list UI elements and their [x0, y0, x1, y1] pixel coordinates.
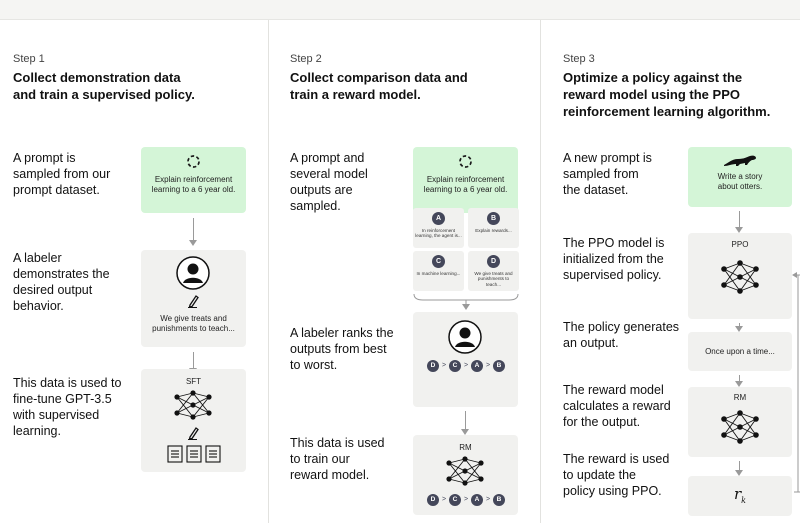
step-1-label: Step 1 [13, 53, 45, 65]
openai-logo-icon [187, 155, 200, 168]
step-3-output-card: Once upon a time... [688, 332, 792, 371]
step-3-title: Optimize a policy against the reward mod… [563, 70, 771, 119]
arrow-down [461, 411, 470, 435]
step-3-rm-card: RM [688, 387, 792, 457]
step-2-desc-3: This data is used to train our reward mo… [290, 436, 385, 482]
step-1-prompt-card: Explain reinforcement learning to a 6 ye… [141, 147, 246, 213]
neural-network-icon [721, 260, 759, 294]
step-1-column: Step 1 Collect demonstration data and tr… [0, 20, 268, 523]
person-icon [176, 256, 210, 290]
prompt-text: Explain reinforcement learning to a 6 ye… [151, 175, 236, 194]
pencil-icon [188, 295, 199, 308]
output-card-a: A In reinforcement learning, the agent i… [413, 208, 464, 248]
step-3-label: Step 3 [563, 53, 595, 65]
neural-network-icon [721, 410, 759, 444]
step-3-column: Step 3 Optimize a policy against the rew… [542, 20, 800, 523]
step-3-desc-4: The reward model calculates a reward for… [563, 383, 671, 429]
column-divider [540, 20, 541, 523]
step-3-reward-card: rk [688, 476, 792, 516]
arrow-down [735, 323, 744, 332]
step-3-prompt-card: Write a story about otters. [688, 147, 792, 207]
step-3-desc-3: The policy generates an output. [563, 320, 680, 350]
step-3-desc-2: The PPO model is initialized from the su… [563, 236, 665, 282]
output-card-b: B Explain rewards... [468, 208, 519, 248]
bracket-connector [413, 293, 519, 310]
output-text: Once upon a time... [705, 347, 775, 356]
demo-text: We give treats and punishments to teach.… [152, 314, 235, 333]
sft-label: SFT [185, 377, 202, 386]
top-bar [0, 0, 800, 20]
step-1-desc-2: A labeler demonstrates the desired outpu… [13, 251, 110, 313]
output-badge: A [432, 212, 445, 225]
arrow-down [735, 211, 744, 233]
output-text: In machine learning... [416, 271, 461, 276]
step-3-ppo-card: PPO [688, 233, 792, 319]
ranking-row: D > C > A > B [427, 494, 505, 508]
neural-network-icon [174, 390, 212, 420]
step-2-prompt-card: Explain reinforcement learning to a 6 ye… [413, 147, 518, 213]
arrow-down [189, 218, 198, 246]
step-3-desc-1: A new prompt is sampled from the dataset… [563, 151, 652, 197]
step-2-desc-2: A labeler ranks the outputs from best to… [290, 326, 394, 372]
step-2-column: Step 2 Collect comparison data and train… [270, 20, 540, 523]
step-2-label: Step 2 [290, 53, 322, 65]
step-2-desc-1: A prompt and several model outputs are s… [290, 151, 368, 213]
step-1-sft-card: SFT [141, 369, 246, 472]
step-1-desc-1: A prompt is sampled from our prompt data… [13, 151, 111, 197]
rm-label: RM [459, 443, 472, 452]
pencil-icon [188, 427, 199, 440]
output-badge: D [487, 255, 500, 268]
openai-logo-icon [459, 155, 472, 168]
step-1-title: Collect demonstration data and train a s… [13, 70, 195, 102]
column-divider [268, 20, 269, 523]
document-icon [167, 445, 221, 463]
output-text: In reinforcement learning, the agent is.… [415, 228, 462, 239]
prompt-text: Write a story about otters. [717, 172, 763, 191]
output-badge: C [432, 255, 445, 268]
feedback-loop-arrow [792, 272, 800, 493]
step-3-desc-5: The reward is used to update the policy … [563, 452, 670, 498]
step-2-rm-card: RM D > C > A > B [413, 435, 518, 515]
ppo-label: PPO [731, 240, 749, 249]
prompt-text: Explain reinforcement learning to a 6 ye… [423, 175, 508, 194]
step-2-title: Collect comparison data and train a rewa… [290, 70, 468, 102]
output-badge: B [487, 212, 500, 225]
output-text: We give treats and punishments to teach.… [474, 271, 513, 287]
arrow-down [735, 375, 744, 387]
person-icon [448, 320, 482, 354]
step-1-labeler-card: We give treats and punishments to teach.… [141, 250, 246, 347]
step-2-ranking-card: D > C > A > B [413, 312, 518, 407]
output-card-d: D We give treats and punishments to teac… [468, 251, 519, 291]
otter-icon [724, 155, 756, 166]
reward-symbol: rk [734, 485, 747, 505]
rm-label: RM [733, 393, 747, 402]
neural-network-icon [446, 456, 484, 486]
ranking-row: D > C > A > B [427, 360, 505, 374]
arrow-down [735, 461, 744, 476]
output-text: Explain rewards... [475, 228, 512, 233]
output-card-c: C In machine learning... [413, 251, 464, 291]
step-1-desc-3: This data is used to fine-tune GPT-3.5 w… [13, 376, 122, 438]
